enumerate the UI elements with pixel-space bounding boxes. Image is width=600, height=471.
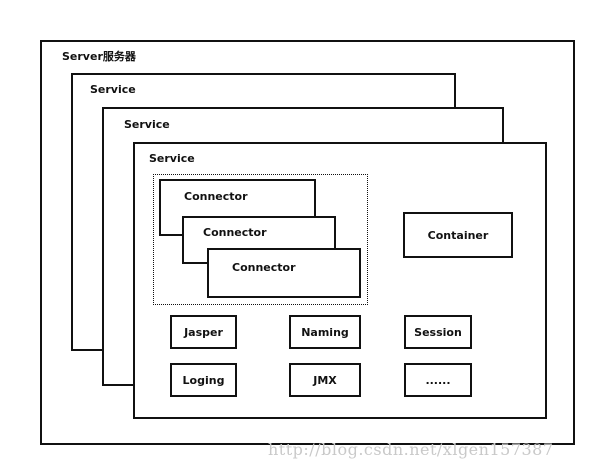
connector-label-3: Connector bbox=[232, 261, 296, 274]
server-label: Server服务器 bbox=[62, 50, 136, 63]
connector-label-1: Connector bbox=[184, 190, 248, 203]
component-label-ellipsis: ...... bbox=[425, 373, 451, 387]
service-label-1: Service bbox=[90, 83, 136, 96]
component-label-loging: Loging bbox=[182, 373, 225, 387]
component-label-session: Session bbox=[414, 325, 462, 339]
component-jasper: Jasper bbox=[170, 315, 237, 349]
connector-group bbox=[153, 174, 368, 305]
component-ellipsis: ...... bbox=[404, 363, 472, 397]
watermark-text: http://blog.csdn.net/xlgen157387 bbox=[268, 440, 554, 459]
component-label-naming: Naming bbox=[301, 325, 349, 339]
component-loging: Loging bbox=[170, 363, 237, 397]
connector-box-3 bbox=[207, 248, 361, 298]
service-label-2: Service bbox=[124, 118, 170, 131]
connector-label-2: Connector bbox=[203, 226, 267, 239]
component-jmx: JMX bbox=[289, 363, 361, 397]
component-naming: Naming bbox=[289, 315, 361, 349]
component-session: Session bbox=[404, 315, 472, 349]
container-box: Container bbox=[403, 212, 513, 258]
service-label-3: Service bbox=[149, 152, 195, 165]
component-label-jasper: Jasper bbox=[184, 325, 223, 339]
container-label: Container bbox=[427, 228, 489, 242]
component-label-jmx: JMX bbox=[313, 373, 337, 387]
